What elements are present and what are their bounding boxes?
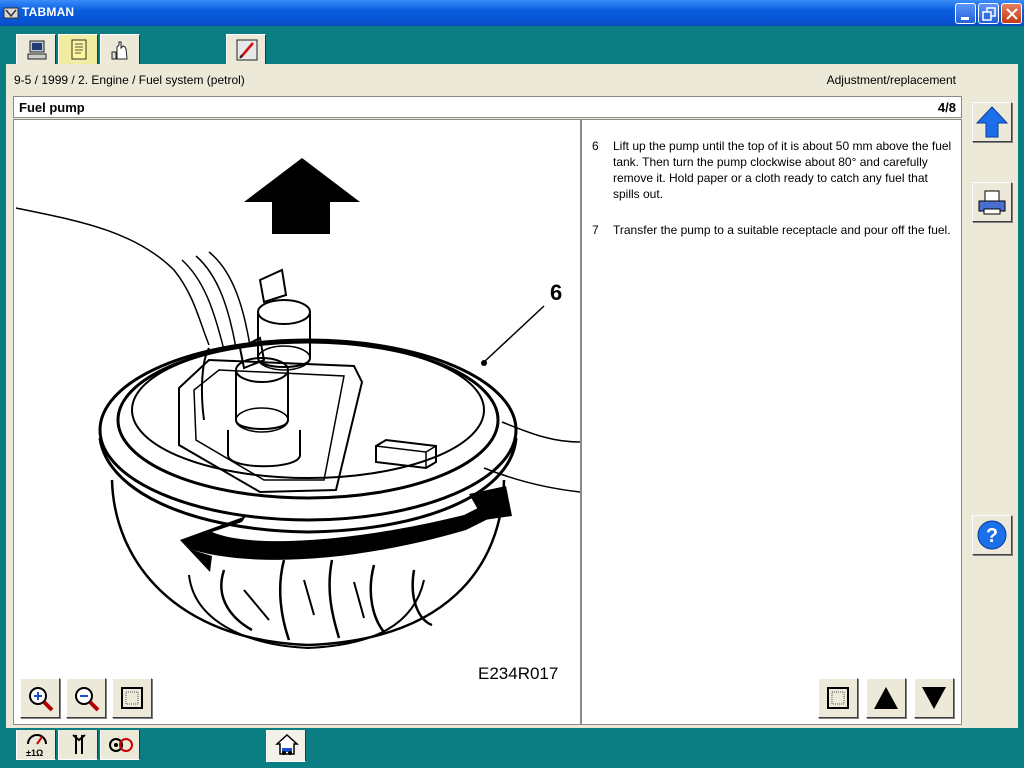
tab-computer[interactable]: [16, 34, 56, 64]
callout-label: 6: [550, 280, 562, 305]
fit-frame-icon: [121, 687, 143, 709]
instructions-pane: 6 Lift up the pump until the top of it i…: [584, 120, 961, 724]
diagnostics-icon: [109, 738, 133, 752]
right-sidebar: ?: [966, 64, 1018, 728]
previous-page-button[interactable]: [866, 678, 906, 718]
document-icon: [71, 39, 87, 60]
tab-hand[interactable]: [100, 34, 140, 64]
app-icon: [3, 7, 19, 19]
document-titlebar: Fuel pump 4/8: [13, 96, 962, 118]
wrench-icon: [72, 734, 86, 754]
close-icon: [1006, 8, 1018, 20]
step-number: 7: [592, 223, 599, 237]
content-area: 6 E234R017: [13, 119, 962, 725]
svg-text:±1Ω: ±1Ω: [26, 748, 43, 758]
zoom-in-icon: [29, 687, 54, 712]
step-text: Lift up the pump until the top of it is …: [613, 139, 952, 201]
arrow-up-icon: [975, 106, 1009, 138]
main-panel: 9-5 / 1999 / 2. Engine / Fuel system (pe…: [6, 64, 966, 728]
mode-label: Adjustment/replacement: [826, 73, 956, 87]
multimeter-icon: ±1Ω: [26, 734, 47, 758]
step-number: 6: [592, 139, 599, 153]
zoom-in-button[interactable]: [20, 678, 60, 718]
page-title: Fuel pump: [19, 100, 85, 115]
zoom-out-button[interactable]: [66, 678, 106, 718]
figure-code: E234R017: [478, 664, 559, 683]
svg-text:?: ?: [986, 525, 998, 547]
window-title: TABMAN: [22, 5, 75, 19]
breadcrumb: 9-5 / 1999 / 2. Engine / Fuel system (pe…: [14, 73, 245, 87]
pen-icon: [236, 39, 258, 61]
go-up-button[interactable]: [972, 102, 1012, 142]
printer-icon: [978, 190, 1006, 215]
car-home-icon: [275, 733, 299, 755]
fit-image-button[interactable]: [112, 678, 152, 718]
help-button[interactable]: ?: [972, 515, 1012, 555]
minimize-icon: [961, 17, 969, 20]
computer-icon: [27, 40, 47, 60]
fit-frame-icon: [827, 687, 849, 709]
help-icon: ?: [977, 520, 1007, 550]
fit-text-button[interactable]: [818, 678, 858, 718]
zoom-out-icon: [75, 687, 100, 712]
triangle-down-icon: [922, 687, 946, 709]
tab-tools[interactable]: [58, 730, 98, 760]
tab-pen[interactable]: [226, 34, 266, 64]
fuel-pump-illustration: 6: [15, 158, 580, 650]
tab-multimeter[interactable]: ±1Ω: [16, 730, 56, 760]
tab-car-home[interactable]: [266, 730, 306, 762]
minimize-button[interactable]: [955, 3, 976, 24]
tab-diagnostics[interactable]: [100, 730, 140, 760]
tab-document[interactable]: [58, 34, 98, 64]
window-titlebar: TABMAN: [0, 0, 1024, 26]
print-button[interactable]: [972, 182, 1012, 222]
step-text: Transfer the pump to a suitable receptac…: [613, 223, 951, 237]
illustration-pane: 6 E234R017: [14, 120, 582, 724]
hand-pointer-icon: [111, 41, 128, 60]
close-button[interactable]: [1001, 3, 1022, 24]
restore-icon: [982, 7, 996, 21]
restore-button[interactable]: [978, 3, 999, 24]
page-indicator: 4/8: [937, 100, 956, 115]
next-page-button[interactable]: [914, 678, 954, 718]
triangle-up-icon: [874, 687, 898, 709]
